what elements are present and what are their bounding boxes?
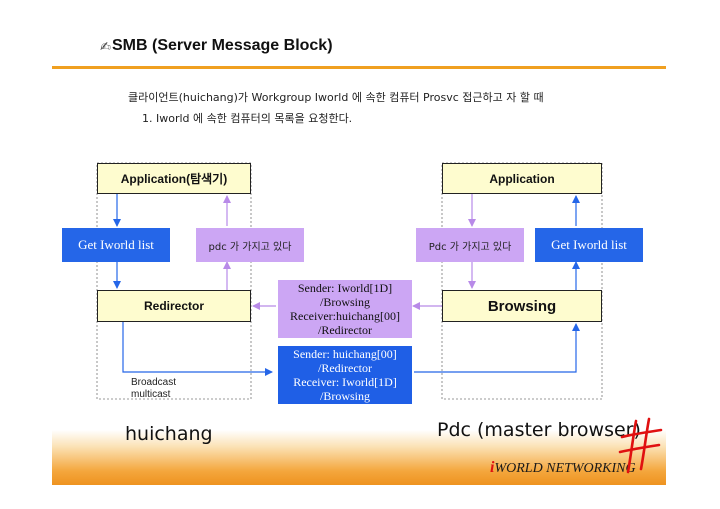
- page-title: SMB (Server Message Block): [112, 37, 333, 54]
- client-application-box: Application(탐색기): [97, 163, 251, 194]
- client-stack-frame: [96, 162, 252, 400]
- server-application-box: Application: [442, 163, 602, 194]
- request-sender: Sender: huichang[00]: [293, 347, 397, 361]
- reply-message-box: Sender: Iworld[1D] /Browsing Receiver:hu…: [278, 280, 412, 338]
- redirector-to-request-arrow: [122, 322, 273, 376]
- request-sender-service: /Redirector: [318, 361, 372, 375]
- hash-logo-icon: [618, 417, 663, 474]
- reply-sender-service: /Browsing: [319, 295, 370, 309]
- request-receiver: Receiver: Iworld[1D]: [293, 375, 397, 389]
- multicast-text: multicast: [131, 389, 171, 400]
- server-get-list-box: Get Iworld list: [535, 228, 643, 262]
- broadcast-label: Broadcast multicast: [131, 377, 176, 401]
- server-pdc-note-box: Pdc 가 가지고 있다: [416, 228, 524, 262]
- step-text: 1. Iworld 에 속한 컴퓨터의 목록을 요청한다.: [142, 112, 353, 125]
- reply-receiver: Receiver:huichang[00]: [290, 309, 400, 323]
- client-host-label: huichang: [125, 423, 213, 445]
- pen-icon: ✍: [100, 40, 111, 55]
- reply-receiver-service: /Redirector: [318, 323, 372, 337]
- client-get-list-box: Get Iworld list: [62, 228, 170, 262]
- title-divider: [52, 66, 666, 69]
- broadcast-text: Broadcast: [131, 377, 177, 388]
- server-browsing-box: Browsing: [442, 290, 602, 322]
- request-message-box: Sender: huichang[00] /Redirector Receive…: [278, 346, 412, 404]
- brand-wordmark: iWORLD NETWORKING: [490, 459, 636, 477]
- brand-mark: i: [490, 459, 495, 476]
- intro-text: 클라이언트(huichang)가 Workgroup Iworld 에 속한 컴…: [128, 91, 544, 104]
- client-redirector-box: Redirector: [97, 290, 251, 322]
- server-host-label: Pdc (master browser): [437, 419, 641, 441]
- footer-band: [52, 430, 666, 485]
- reply-sender: Sender: Iworld[1D]: [297, 281, 393, 295]
- server-stack-frame: [441, 162, 603, 400]
- request-to-browsing-arrow: [414, 323, 580, 373]
- client-pdc-note-box: pdc 가 가지고 있다: [196, 228, 304, 262]
- request-receiver-service: /Browsing: [319, 389, 370, 403]
- brand-text: WORLD NETWORKING: [494, 461, 636, 476]
